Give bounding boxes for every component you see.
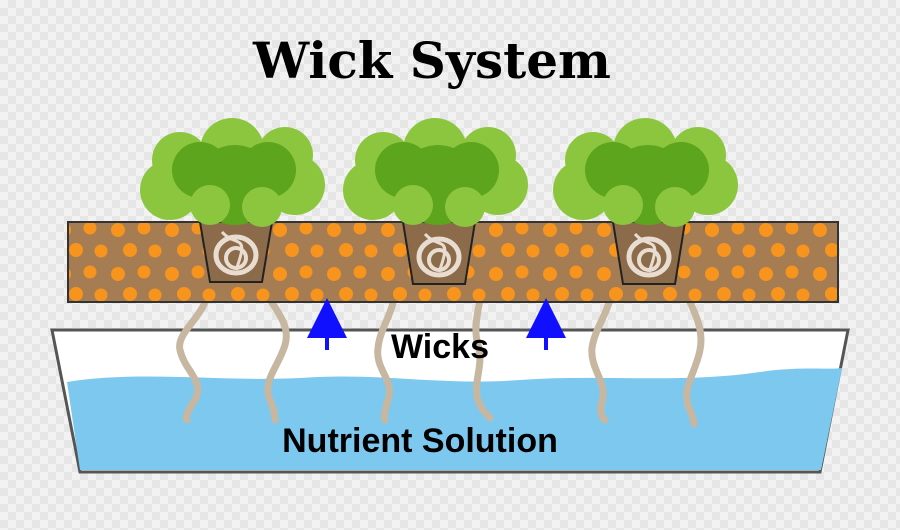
plant — [140, 118, 325, 283]
wick-strand — [176, 281, 211, 424]
net-pot — [401, 221, 477, 285]
nutrient-solution-label: Nutrient Solution — [282, 422, 558, 460]
wicks-label: Wicks — [391, 328, 489, 366]
wicks — [176, 261, 705, 428]
diagram-title: Wick System — [252, 31, 611, 90]
wick-strand — [258, 281, 290, 424]
lettuce-leaves — [553, 118, 738, 227]
net-pot — [198, 221, 274, 283]
lettuce-leaves — [343, 118, 528, 227]
net-pot — [611, 221, 687, 285]
wick-strand — [374, 281, 398, 424]
reservoir — [50, 328, 850, 474]
plant — [553, 118, 738, 285]
wick-strand — [676, 276, 705, 428]
plant — [343, 118, 528, 285]
nutrient-water — [67, 368, 842, 470]
wick-strand — [588, 281, 615, 424]
lettuce-leaves — [140, 118, 325, 227]
